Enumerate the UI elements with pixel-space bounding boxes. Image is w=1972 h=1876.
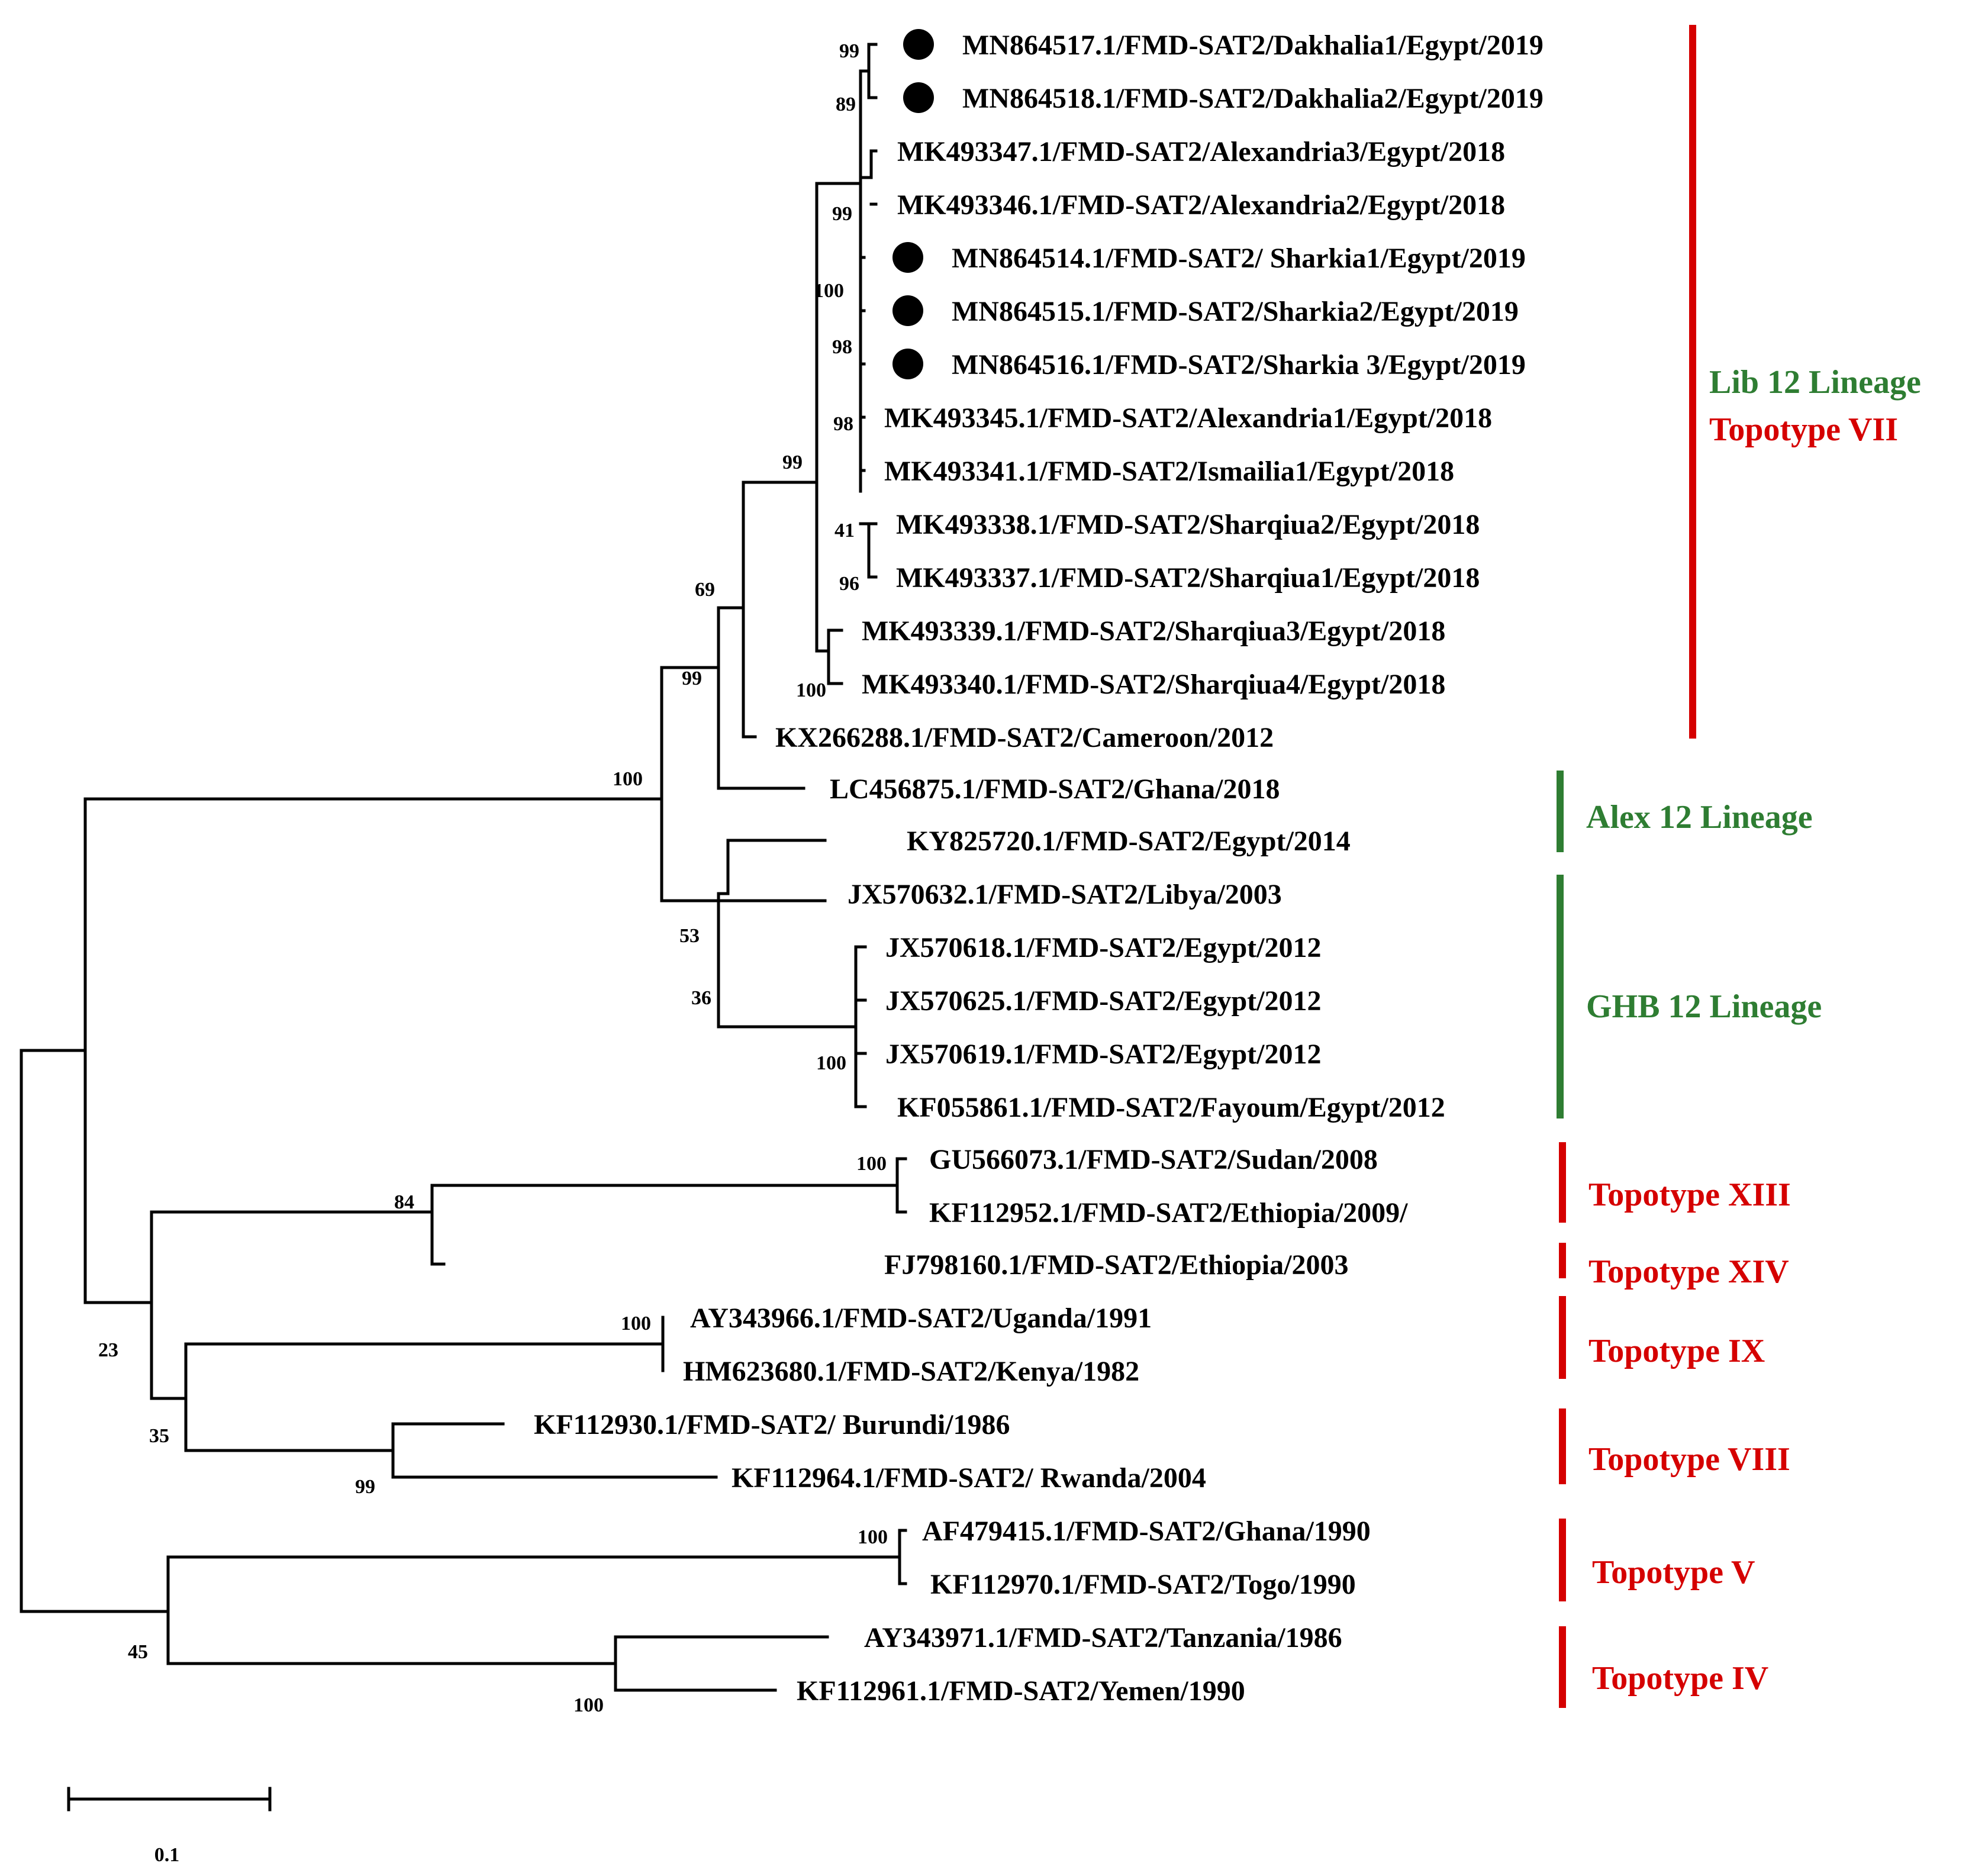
sample-dot-icon [903,29,934,60]
bootstrap-value: 98 [832,336,852,358]
bootstrap-value: 35 [149,1425,169,1447]
clade-label: Alex 12 Lineage [1586,799,1813,836]
taxon-label: KF055861.1/FMD-SAT2/Fayoum/Egypt/2012 [897,1092,1445,1123]
taxon-label: FJ798160.1/FMD-SAT2/Ethiopia/2003 [884,1249,1348,1281]
sample-dot-icon [903,82,934,113]
clade-label: Topotype IX [1588,1333,1765,1369]
taxon-label: MK493346.1/FMD-SAT2/Alexandria2/Egypt/20… [897,189,1505,221]
tree-branches [20,43,907,1692]
taxon-label: MN864515.1/FMD-SAT2/Sharkia2/Egypt/2019 [952,296,1519,327]
taxon-label: JX570625.1/FMD-SAT2/Egypt/2012 [885,985,1321,1017]
taxon-label: KF112970.1/FMD-SAT2/Togo/1990 [930,1569,1356,1600]
taxon-label: AY343966.1/FMD-SAT2/Uganda/1991 [690,1303,1152,1334]
bootstrap-value: 53 [679,925,700,947]
taxon-label: KY825720.1/FMD-SAT2/Egypt/2014 [907,826,1351,857]
bootstrap-value: 99 [782,452,803,473]
bootstrap-value: 84 [394,1191,414,1213]
clade-label: Topotype V [1592,1554,1755,1591]
bootstrap-value: 99 [682,668,702,689]
bootstrap-value: 99 [355,1476,375,1498]
bootstrap-value: 100 [816,1052,846,1074]
bootstrap-value: 100 [856,1153,887,1175]
bootstrap-value: 98 [833,413,853,435]
taxon-label: KX266288.1/FMD-SAT2/Cameroon/2012 [775,722,1274,753]
taxon-label: KF112961.1/FMD-SAT2/Yemen/1990 [797,1675,1245,1707]
clade-label: GHB 12 Lineage [1586,988,1822,1025]
taxon-label: JX570618.1/FMD-SAT2/Egypt/2012 [885,932,1321,963]
bootstrap-value: 100 [573,1694,604,1716]
bootstrap-value: 23 [98,1339,118,1361]
bootstrap-value: 99 [839,40,859,62]
taxon-label: MN864518.1/FMD-SAT2/Dakhalia2/Egypt/2019 [962,83,1544,114]
bootstrap-value: 36 [691,987,711,1009]
bootstrap-value: 100 [814,280,844,302]
taxon-label: AY343971.1/FMD-SAT2/Tanzania/1986 [864,1622,1342,1653]
taxon-label: MK493341.1/FMD-SAT2/Ismailia1/Egypt/2018 [884,456,1454,487]
taxon-label: MK493338.1/FMD-SAT2/Sharqiua2/Egypt/2018 [896,509,1480,540]
taxon-label: KF112930.1/FMD-SAT2/ Burundi/1986 [534,1409,1010,1440]
taxon-label: MK493340.1/FMD-SAT2/Sharqiua4/Egypt/2018 [862,669,1445,700]
bootstrap-value: 45 [128,1641,148,1663]
bootstrap-value: 100 [858,1526,888,1548]
bootstrap-value: 89 [836,94,856,115]
taxon-label: GU566073.1/FMD-SAT2/Sudan/2008 [929,1144,1378,1175]
bootstrap-value: 100 [621,1313,651,1335]
sample-dot-icon [892,349,923,379]
scale-bar-label: 0.1 [154,1844,180,1866]
taxon-label: MN864516.1/FMD-SAT2/Sharkia 3/Egypt/2019 [952,349,1526,381]
bootstrap-value: 100 [613,768,643,790]
clade-label: Topotype XIII [1588,1176,1791,1213]
taxon-label: MK493339.1/FMD-SAT2/Sharqiua3/Egypt/2018 [862,615,1445,647]
taxon-label: JX570632.1/FMD-SAT2/Libya/2003 [848,879,1282,910]
clade-label: Topotype IV [1592,1660,1768,1697]
taxon-label: MK493347.1/FMD-SAT2/Alexandria3/Egypt/20… [897,136,1505,167]
bootstrap-value: 96 [839,573,859,595]
taxon-label: AF479415.1/FMD-SAT2/Ghana/1990 [922,1516,1371,1547]
clade-label: Topotype XIV [1588,1253,1789,1290]
bootstrap-value: 41 [834,520,855,541]
bootstrap-value: 100 [796,679,826,701]
taxon-label: JX570619.1/FMD-SAT2/Egypt/2012 [885,1039,1321,1070]
bootstrap-value: 69 [695,579,715,601]
sample-dot-icon [892,242,923,273]
clade-label: Topotype VIII [1588,1441,1790,1478]
bootstrap-value: 99 [832,203,852,225]
taxon-label: LC456875.1/FMD-SAT2/Ghana/2018 [830,773,1280,805]
bootstrap-values: 99 89 99 100 98 98 99 41 96 69 100 99 100 53 36 100 100 8… [98,40,888,1716]
taxon-label: MK493345.1/FMD-SAT2/Alexandria1/Egypt/20… [884,402,1492,434]
scale-bar: 0.1 [67,1787,272,1866]
clade-label: Topotype VII [1709,411,1898,448]
sample-markers [892,29,934,379]
taxon-label: KF112964.1/FMD-SAT2/ Rwanda/2004 [732,1462,1206,1494]
taxon-label: KF112952.1/FMD-SAT2/Ethiopia/2009/ [929,1197,1408,1229]
taxon-labels: MN864517.1/FMD-SAT2/Dakhalia1/Egypt/2019… [534,30,1544,1707]
taxon-label: MN864517.1/FMD-SAT2/Dakhalia1/Egypt/2019 [962,30,1544,61]
clade-label: Lib 12 Lineage [1709,364,1921,401]
sample-dot-icon [892,295,923,326]
taxon-label: MN864514.1/FMD-SAT2/ Sharkia1/Egypt/2019 [952,243,1526,274]
taxon-label: HM623680.1/FMD-SAT2/Kenya/1982 [683,1356,1139,1387]
taxon-label: MK493337.1/FMD-SAT2/Sharqiua1/Egypt/2018 [896,562,1480,594]
